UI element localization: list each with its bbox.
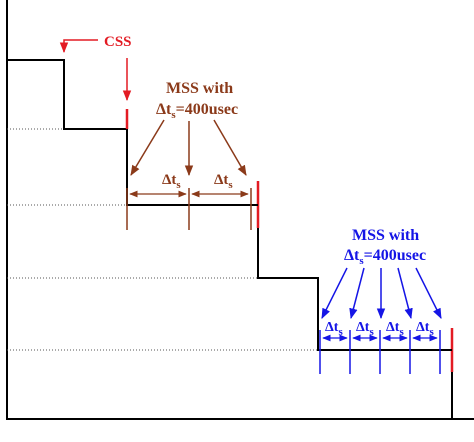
reference-lines — [7, 128, 318, 351]
mss-red-label-line2: Δts=400usec — [156, 101, 238, 121]
mss-red-arrows — [130, 119, 247, 177]
mss-red-label-line1: MSS with — [166, 80, 233, 97]
mss-red-arrow-1 — [130, 119, 165, 176]
css-bracket-arrow — [59, 39, 98, 54]
css-label: CSS — [104, 34, 132, 50]
mss-red-dt-2: Δts — [214, 172, 233, 191]
mss-blue-dt-2: Δts — [356, 320, 374, 338]
mss-blue-dt-3: Δts — [386, 320, 404, 338]
mss-blue-arrow-2 — [349, 267, 365, 320]
mss-blue-dt-1: Δts — [325, 320, 343, 338]
mss-blue-arrows — [321, 267, 442, 320]
mss-blue-arrow-5 — [415, 267, 442, 319]
mss-blue-arrow-4 — [397, 267, 413, 320]
mss-blue-steps — [318, 330, 452, 374]
mss-blue-dt-4: Δts — [416, 320, 434, 338]
mss-blue-label-line1: MSS with — [352, 227, 419, 244]
mss-red-dt-1: Δts — [162, 172, 181, 191]
mss-blue-label-line2: Δts=400usec — [344, 247, 426, 267]
mss-red-steps — [126, 188, 258, 230]
mss-red-arrow-3 — [213, 119, 247, 176]
mss-blue-arrow-1 — [321, 267, 348, 319]
